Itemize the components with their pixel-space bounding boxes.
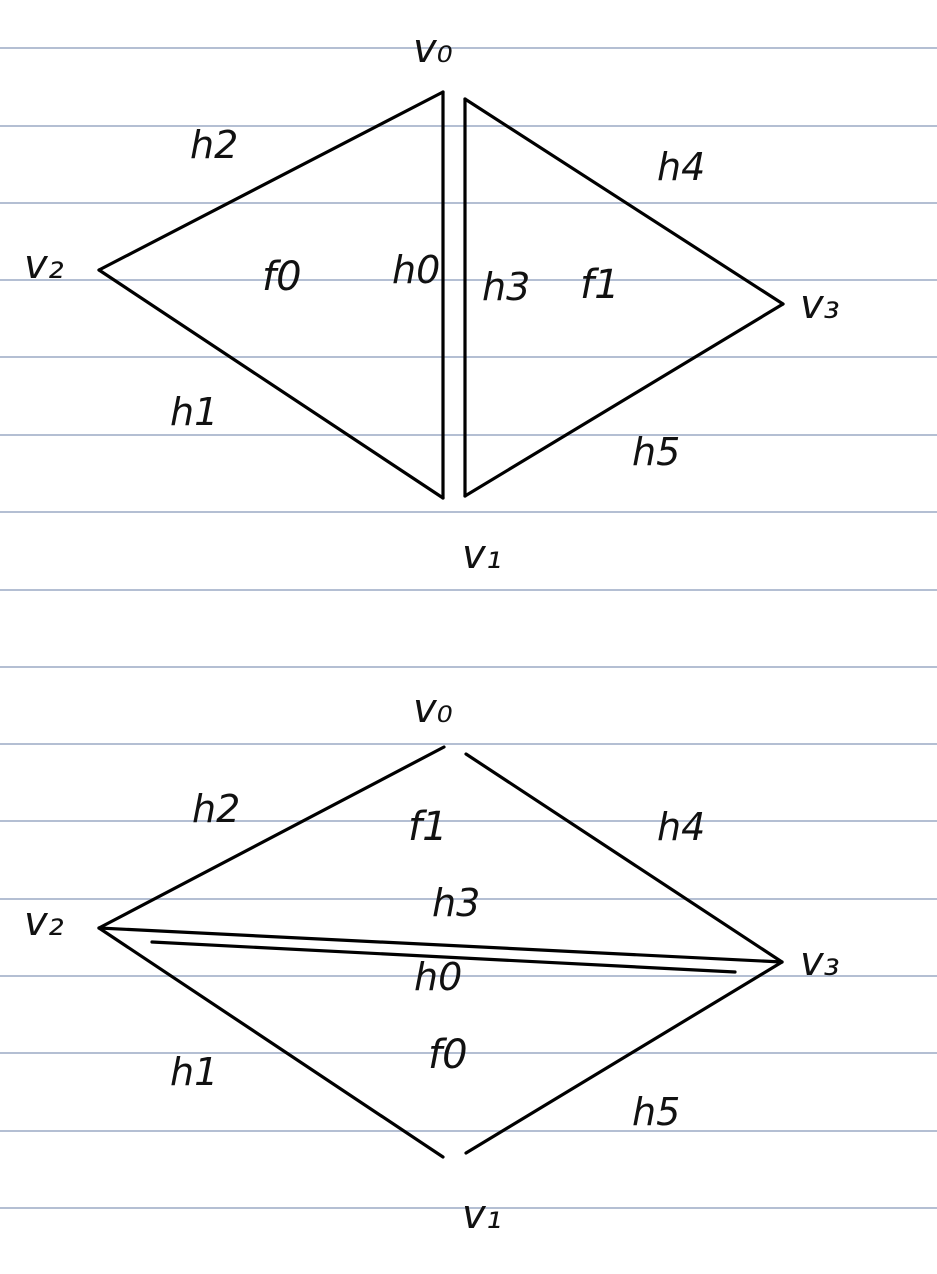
vertex-label-v0: v₀ — [413, 686, 453, 732]
halfedge-label-h3: h3 — [482, 265, 530, 309]
halfedge-label-h1: h1 — [170, 390, 218, 434]
halfedge-label-h0: h0 — [392, 248, 440, 292]
face-label-f1: f1 — [408, 804, 448, 850]
vertex-label-v2: v₂ — [24, 242, 64, 288]
vertex-label-v0: v₀ — [413, 26, 453, 72]
halfedge-h4-line — [464, 752, 784, 964]
halfedge-h1-line — [97, 268, 445, 500]
diagram-before-flip: v₀ v₁ v₂ v₃ h0 h1 h2 h3 h4 h5 f0 f1 — [24, 26, 840, 578]
vertex-label-v1: v₁ — [462, 532, 502, 578]
halfedge-label-h4: h4 — [657, 805, 705, 849]
halfedge-label-h2: h2 — [190, 123, 238, 167]
vertex-label-v1: v₁ — [462, 1192, 502, 1238]
halfedge-h5-line — [463, 302, 785, 498]
vertex-label-v2: v₂ — [24, 899, 64, 945]
halfedge-h1-line — [97, 926, 445, 1159]
diagram-after-flip: v₀ v₁ v₂ v₃ h0 h1 h2 h3 h4 h5 f0 f1 — [24, 686, 840, 1238]
halfedge-label-h0: h0 — [414, 955, 462, 999]
halfedge-label-h5: h5 — [632, 430, 680, 474]
vertex-label-v3: v₃ — [800, 939, 840, 985]
ruled-lines — [0, 47, 937, 1209]
halfedge-h3-line — [97, 926, 784, 964]
vertex-label-v3: v₃ — [800, 282, 840, 328]
halfedge-h4-line — [463, 97, 785, 306]
halfedge-label-h1: h1 — [170, 1050, 218, 1094]
halfedge-h2-line — [97, 745, 446, 930]
halfedge-label-h4: h4 — [657, 145, 705, 189]
halfedge-h5-line — [464, 960, 784, 1155]
halfedge-label-h5: h5 — [632, 1090, 680, 1134]
halfedge-label-h2: h2 — [192, 787, 240, 831]
halfedge-h2-line — [97, 90, 445, 272]
face-label-f0: f0 — [428, 1032, 468, 1078]
halfedge-h0-line — [150, 940, 737, 974]
halfedge-label-h3: h3 — [432, 881, 480, 925]
face-label-f1: f1 — [580, 262, 620, 308]
face-label-f0: f0 — [262, 254, 302, 300]
